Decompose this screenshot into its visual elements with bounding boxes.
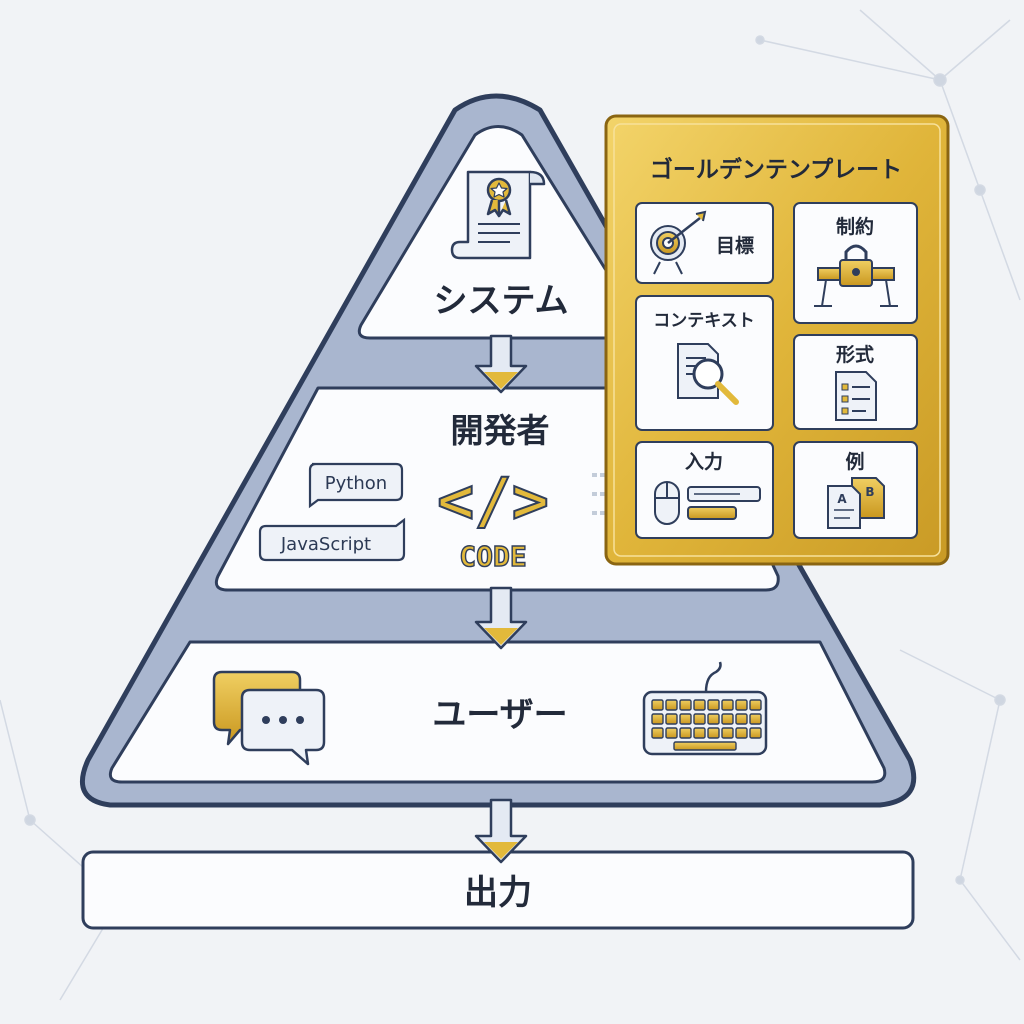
input-label: 入力 <box>685 450 723 473</box>
keyboard-key <box>651 727 664 739</box>
keyboard-key <box>721 713 734 725</box>
template-card-input: 入力 <box>635 441 774 539</box>
keyboard-spacebar <box>673 741 737 751</box>
keyboard-key <box>679 727 692 739</box>
constraints-label: 制約 <box>836 215 874 238</box>
keyboard-key <box>735 699 748 711</box>
keyboard-key <box>665 713 678 725</box>
lock-barrier-icon <box>814 244 898 307</box>
keyboard-icon <box>642 661 768 756</box>
keyboard-key <box>651 699 664 711</box>
keyboard-key <box>679 699 692 711</box>
user-layer-label: ユーザー <box>432 695 567 735</box>
keyboard-key <box>651 713 664 725</box>
system-layer-label: システム <box>434 281 569 321</box>
goal-label: 目標 <box>716 234 754 257</box>
format-list-icon <box>835 371 877 421</box>
svg-text:A: A <box>837 492 847 506</box>
keyboard-key <box>693 727 706 739</box>
flow-arrows <box>474 334 528 864</box>
javascript-language-badge: JavaScript <box>258 517 406 562</box>
golden-template-panel: ゴールデンテンプレート 目標 制約 <box>604 114 950 566</box>
javascript-label: JavaScript <box>280 534 371 555</box>
svg-text:B: B <box>865 485 874 499</box>
examples-label: 例 <box>845 450 864 473</box>
certificate-scroll-icon <box>450 170 546 260</box>
format-label: 形式 <box>836 343 874 366</box>
keyboard-key <box>749 713 762 725</box>
template-card-examples: 例 A B <box>793 441 918 539</box>
keyboard-key <box>679 713 692 725</box>
output-label: 出力 <box>464 873 532 913</box>
context-label: コンテキスト <box>653 311 755 331</box>
template-card-goal: 目標 <box>635 202 774 284</box>
background-network-decoration <box>0 9 1021 1001</box>
keyboard-key <box>693 713 706 725</box>
mouse-input-icon <box>654 481 761 525</box>
example-documents-icon: A B <box>827 477 885 529</box>
python-language-badge: Python <box>308 462 404 509</box>
keyboard-key <box>665 727 678 739</box>
template-card-format: 形式 <box>793 334 918 430</box>
keyboard-key <box>721 727 734 739</box>
arrow-developer-to-user <box>474 586 528 650</box>
code-symbol-icon: </> <box>437 464 549 537</box>
keyboard-key <box>665 699 678 711</box>
chat-bubbles-icon <box>212 670 326 766</box>
dotted-connector-decoration <box>592 473 605 515</box>
keyboard-key <box>707 713 720 725</box>
document-search-icon <box>677 343 739 405</box>
keyboard-key <box>721 699 734 711</box>
keyboard-key <box>749 699 762 711</box>
template-card-context: コンテキスト <box>635 295 774 431</box>
keyboard-key <box>707 727 720 739</box>
keyboard-key <box>693 699 706 711</box>
code-label: CODE <box>459 540 526 573</box>
target-icon <box>650 210 707 275</box>
developer-layer-label: 開発者 <box>451 411 550 450</box>
keyboard-key <box>735 727 748 739</box>
keyboard-key <box>735 713 748 725</box>
keyboard-key <box>749 727 762 739</box>
arrow-system-to-developer <box>474 334 528 394</box>
golden-template-title: ゴールデンテンプレート <box>650 156 902 183</box>
template-card-constraints: 制約 <box>793 202 918 324</box>
keyboard-key <box>707 699 720 711</box>
python-label: Python <box>325 473 387 494</box>
